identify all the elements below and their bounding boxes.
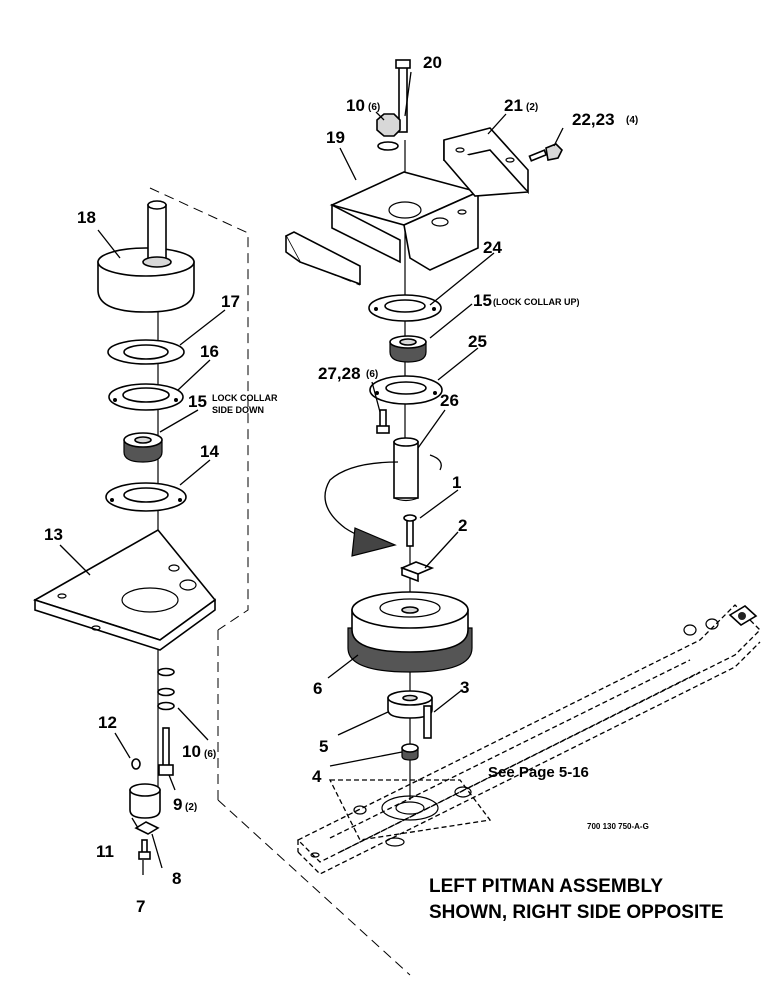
callout-15-left: 15 [188,392,207,411]
callout-25: 25 [468,332,487,351]
callout-labels: 18 17 16 15 LOCK COLLAR SIDE DOWN 14 13 … [44,53,638,916]
bolt-part-9 [158,727,174,776]
callout-14: 14 [200,442,219,461]
angle-bracket-part-21 [443,127,529,197]
angle-bracket-left [284,231,361,286]
bearing-part-15-right [389,335,427,363]
callout-3: 3 [460,678,469,697]
bushing-part-4 [401,743,419,761]
bolt-part-7 [138,839,151,860]
flange-part-24 [368,294,442,322]
flange-part-14 [105,482,187,512]
callout-16: 16 [200,342,219,361]
callout-10-top: 10 [346,96,365,115]
bracket-part-19 [329,171,481,271]
callout-22-23-qty: (4) [626,115,638,126]
tube-part-26 [393,437,419,502]
callout-4: 4 [312,767,322,786]
callout-19: 19 [326,128,345,147]
callout-27-28: 27,28 [318,364,361,383]
callout-21: 21 [504,96,523,115]
bearing-part-15-left [123,432,163,463]
note-lock-collar-up: (LOCK COLLAR UP) [493,297,580,307]
callout-10-top-qty: (6) [368,102,380,113]
notes: See Page 5-16 700 130 750-A-G LEFT PITMA… [429,764,724,923]
callout-21-qty: (2) [526,102,538,113]
callout-27-28-qty: (6) [366,369,378,380]
callout-26: 26 [440,391,459,410]
callout-22-23: 22,23 [572,110,615,129]
callout-6: 6 [313,679,322,698]
note-lock-collar-down-1: LOCK COLLAR [212,393,278,403]
bolt-part-22-23 [528,143,563,162]
note-lock-collar-down-2: SIDE DOWN [212,405,264,415]
bolt-part-1 [403,514,417,547]
pulley-part-6 [347,591,473,673]
bushing-part-5 [387,690,433,719]
callout-8: 8 [172,869,181,888]
square-washer-part-8 [134,821,160,835]
see-page-reference: See Page 5-16 [488,764,589,781]
pitman-arm-outline [296,604,761,875]
callout-1: 1 [452,473,461,492]
callout-13: 13 [44,525,63,544]
callout-20: 20 [423,53,442,72]
callout-11: 11 [96,842,114,861]
callout-15-right: 15 [473,291,492,310]
bolt-part-27-28 [376,409,390,434]
callout-12: 12 [98,713,117,732]
callout-10-left: 10 [182,742,201,761]
callout-9-qty: (2) [185,802,197,813]
drawing-code: 700 130 750-A-G [587,822,649,831]
flange-part-25 [369,375,443,405]
caption-line-1: LEFT PITMAN ASSEMBLY [429,876,663,897]
washer-part-17 [107,339,185,365]
leader-lines [59,71,564,875]
callout-17: 17 [221,292,240,311]
callout-2: 2 [458,516,467,535]
rotation-arrow [324,454,442,557]
washers-part-10-left [157,667,175,711]
callout-18: 18 [77,208,96,227]
callout-10-left-qty: (6) [204,749,216,760]
nut-part-10-top [376,113,401,151]
callout-24: 24 [483,238,502,257]
callout-7: 7 [136,897,145,916]
flange-part-16 [108,383,184,411]
caption-line-2: SHOWN, RIGHT SIDE OPPOSITE [429,902,724,923]
bushing-part-11 [129,783,161,819]
pulley-part-18 [97,200,195,313]
pin-part-3 [423,705,432,739]
callout-5: 5 [319,737,328,756]
callout-9: 9 [173,795,182,814]
plate-part-13 [33,528,217,651]
nut-part-12 [131,758,141,770]
key-part-2 [399,561,435,583]
